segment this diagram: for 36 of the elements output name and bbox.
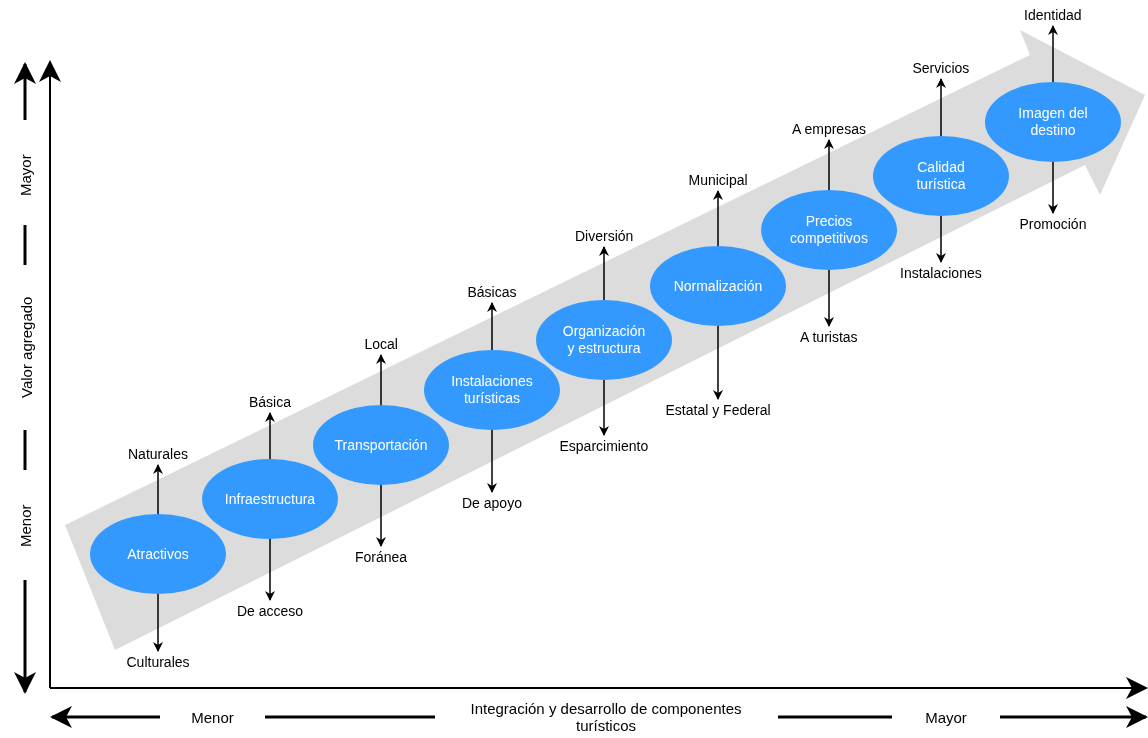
- arrow: [153, 464, 163, 515]
- arrow: [824, 269, 834, 327]
- component-label: Identidad: [1024, 6, 1082, 24]
- arrow: [599, 246, 609, 301]
- component-label: Servicios: [912, 59, 970, 77]
- component-label: Básicas: [467, 283, 517, 301]
- arrow: [265, 412, 275, 460]
- arrow: [376, 354, 386, 406]
- component-label: De acceso: [237, 602, 304, 620]
- arrow: [713, 190, 723, 247]
- arrow: [1048, 161, 1058, 214]
- arrow: [487, 429, 497, 493]
- arrow: [153, 593, 163, 652]
- component-label: Foránea: [355, 548, 408, 566]
- arrow: [824, 139, 834, 191]
- arrow: [487, 302, 497, 351]
- component-label: Local: [364, 335, 398, 353]
- arrow: [1048, 25, 1058, 83]
- component-label: De apoyo: [462, 494, 522, 512]
- component-label: Instalaciones: [900, 264, 982, 282]
- component-label: A turistas: [800, 328, 858, 346]
- component-label: Naturales: [128, 445, 188, 463]
- component-label: A empresas: [792, 120, 866, 138]
- component-label: Básica: [249, 393, 292, 411]
- arrow: [936, 78, 946, 137]
- component-label: Esparcimiento: [559, 437, 649, 455]
- arrow: [599, 379, 609, 436]
- arrow: [376, 484, 386, 547]
- arrow: [713, 325, 723, 400]
- component-label: Diversión: [575, 227, 634, 245]
- component-label: Estatal y Federal: [665, 401, 771, 419]
- arrow: [936, 215, 946, 263]
- component-label: Culturales: [126, 653, 190, 671]
- arrow: [265, 538, 275, 601]
- component-label: Promoción: [1019, 215, 1087, 233]
- component-label: Municipal: [688, 171, 748, 189]
